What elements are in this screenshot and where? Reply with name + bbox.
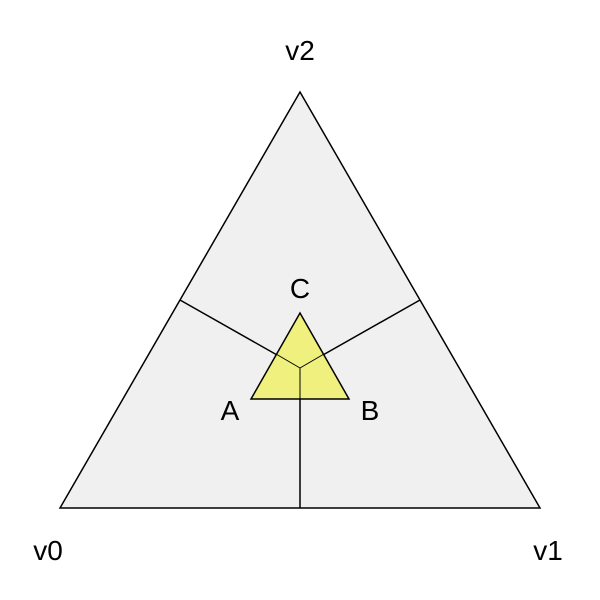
vertex-label-v1: v1 [533, 535, 563, 566]
point-label-a: A [221, 395, 240, 426]
point-label-c: C [290, 273, 310, 304]
vertex-label-v0: v0 [33, 535, 63, 566]
inner-line-b [299, 353, 325, 369]
inner-line-a [275, 353, 301, 369]
vertex-label-v2: v2 [285, 35, 315, 66]
point-label-b: B [361, 395, 380, 426]
